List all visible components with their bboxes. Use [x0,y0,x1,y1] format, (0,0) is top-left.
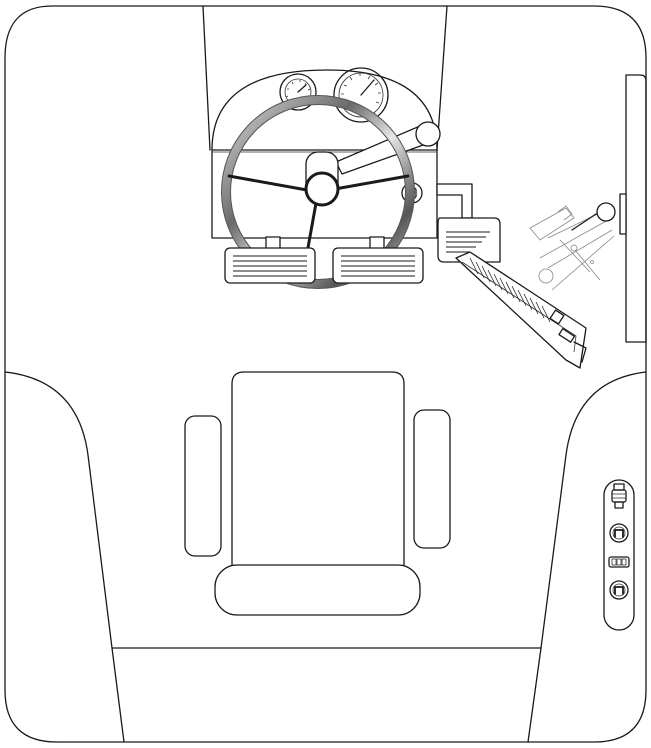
brake-pedal-left[interactable] [224,247,316,284]
power-outlet-icon[interactable] [609,523,629,543]
cab-outline [4,5,647,743]
control-lever[interactable] [529,193,627,291]
armrest-left [184,415,222,557]
armrest-right [413,409,451,549]
floor-walls [4,371,647,743]
power-console [603,479,635,631]
right-wall-panel [625,74,647,343]
throttle-pedal[interactable] [436,183,501,263]
gauge-large-icon [333,67,389,123]
steering-wheel[interactable] [221,95,415,289]
panel-hatching [469,257,551,323]
power-outlet-icon[interactable] [609,580,629,600]
connector-plug-icon[interactable] [611,483,627,509]
side-control-panel [455,251,587,369]
hood-panel [202,5,448,151]
brake-pedal-right[interactable] [332,247,424,284]
steering-column-lever [335,121,441,175]
operator-seat[interactable] [214,371,421,616]
usb-port-icon[interactable] [608,556,630,568]
